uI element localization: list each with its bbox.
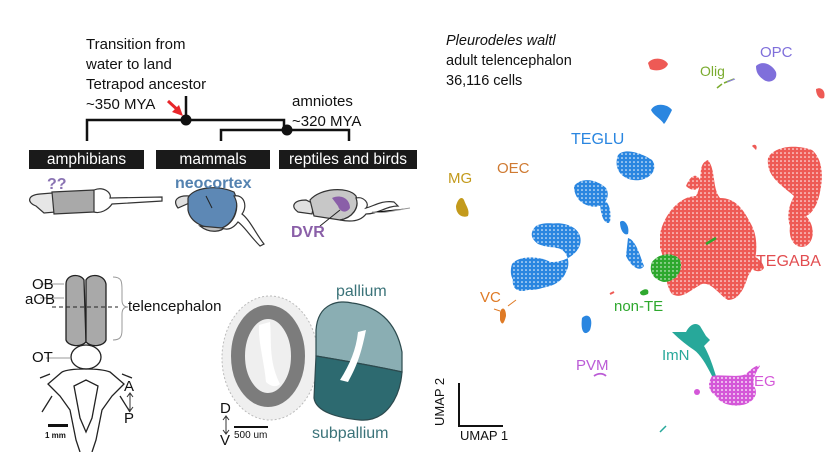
taxon-mammals: mammals [156,150,270,169]
ancestor-note-line-1: Transition from [86,36,186,53]
cluster-imn [672,324,716,376]
amniote-node [281,124,293,136]
scale-bar-1mm [48,424,68,427]
cluster-non-te [650,254,682,282]
taxon-reptiles-and-birds: reptiles and birds [279,150,417,169]
umap-y-axis-label: UMAP 2 [432,377,447,426]
ot-label: OT [32,349,53,366]
cluster-label-tegaba: TEGABA [756,253,821,270]
ob-label: OB [32,276,54,293]
umap-title-cells: 36,116 cells [446,73,523,89]
axis-anterior-label: A [124,378,135,395]
cluster-mg [456,198,469,217]
subpallium-label: subpallium [312,425,389,442]
cluster-label-eg: EG [754,373,776,390]
histology-section [221,295,319,421]
scale-bar-1mm-label: 1 mm [45,431,66,440]
amniotes-note-line-2: ~320 MYA [292,113,362,130]
scale-bar-500um-label: 500 um [234,430,268,441]
pallium-subpallium-diagram [313,301,403,421]
amphibian-brain-icon [29,188,163,215]
cluster-label-mg: MG [448,170,473,187]
dvr-label: DVR [291,224,325,241]
ancestor-node [180,114,192,126]
pallium-label: pallium [336,283,387,300]
cluster-label-olig: Olig [700,63,725,79]
dv-arrow-icon [222,415,230,435]
cluster-tegaba [660,160,757,300]
telencephalon-brace [112,276,129,341]
ancestor-note-line-4: ~350 MYA [86,96,156,113]
axis-posterior-label: P [124,410,135,427]
taxon-amphibians: amphibians [29,150,144,169]
aob-label: aOB [25,291,56,308]
dorsal-brain-drawing [39,274,133,452]
neocortex-label: neocortex [175,175,252,192]
scale-bar-500um [234,426,268,428]
cluster-vc [500,308,506,324]
reptile-brain-icon [293,189,411,227]
amniotes-note-line-1: amniotes [292,93,353,110]
umap-title-tissue: adult telencephalon [446,53,572,69]
cluster-label-pvm: PVM [576,357,609,374]
umap-x-axis-label: UMAP 1 [460,428,509,443]
cluster-label-vc: VC [480,289,501,306]
mammal-brain-icon [175,187,265,247]
cluster-label-teglu: TEGLU [571,131,625,148]
ancestor-note-line-3: Tetrapod ancestor [86,76,207,93]
axis-dorsal-label: D [220,400,231,417]
axis-ventral-label: V [220,432,231,449]
cluster-red-top [648,58,668,71]
amphibian-unknown-label: ?? [47,176,67,193]
cluster-label-oec: OEC [497,160,530,177]
cluster-eg [709,365,760,406]
cluster-opc [756,63,777,82]
cluster-label-imn: ImN [662,347,690,364]
cluster-label-non-te: non-TE [614,298,664,315]
cluster-pvm [593,372,607,377]
ap-arrow-icon [126,392,134,412]
umap-title-species: Pleurodeles waltl [446,33,556,49]
cluster-label-opc: OPC [760,44,793,61]
red-arrow-icon [166,99,183,116]
umap-axes [458,383,503,427]
cluster-teglu [616,151,655,181]
telencephalon-label: telencephalon [128,298,222,315]
ancestor-note-line-2: water to land [86,56,172,73]
label-lines [40,283,70,359]
umap-scatter [456,58,825,433]
